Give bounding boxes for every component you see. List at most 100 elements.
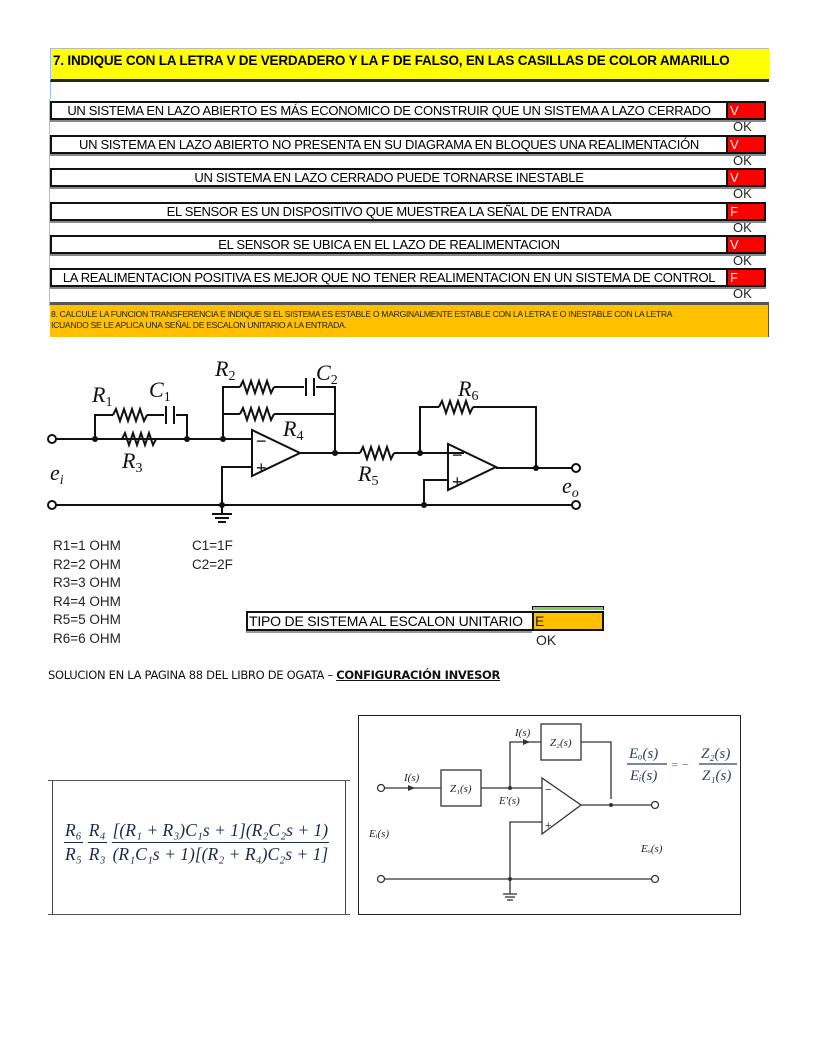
junction-dot: [421, 502, 427, 508]
answer-cell[interactable]: V: [726, 135, 766, 154]
check-result: OK: [733, 220, 752, 235]
label-i-s-feedback: I(s): [514, 727, 531, 739]
wire: [419, 406, 439, 453]
plus-sign: +: [545, 820, 551, 832]
wire: [509, 741, 541, 788]
answer-cell[interactable]: V: [726, 101, 766, 120]
label-e-prime: E′(s): [498, 795, 520, 807]
cell-border: [49, 133, 50, 173]
label-r3: R3: [121, 448, 142, 476]
junction-dot: [184, 436, 190, 442]
label-r2: R2: [214, 356, 235, 384]
question-8-line-2: ICUANDO SE LE APLICA UNA SEÑAL DE ESCALO…: [51, 320, 347, 330]
cell-border: [49, 166, 50, 206]
label-eo: eo: [562, 473, 579, 501]
terminal: [650, 874, 660, 884]
statement-text: LA REALIMENTACION POSITIVA ES MEJOR QUE …: [50, 268, 726, 287]
question-7-header: 7. INDIQUE CON LA LETRA V DE VERDADERO Y…: [50, 48, 769, 82]
system-type-label: TIPO DE SISTEMA AL ESCALON UNITARIO: [246, 611, 532, 631]
wire: [581, 741, 612, 799]
wire: [423, 479, 448, 505]
denominator: (R₁C₁s + 1)[(R₂ + R₄)C₂s + 1]: [112, 844, 329, 864]
eq-lhs-denominator: Eᵢ(s): [629, 768, 657, 784]
spacer-row: [50, 82, 769, 99]
label-z1: Z₁(s): [450, 783, 472, 795]
terminal-output: [571, 463, 581, 473]
wire: [94, 414, 113, 439]
terminal: [376, 874, 386, 884]
fraction-main: [(R₁ + R₃)C₁s + 1](R₂C₂s + 1) (R₁C₁s + 1…: [111, 820, 330, 865]
statement-text: UN SISTEMA EN LAZO ABIERTO NO PRESENTA E…: [50, 135, 726, 154]
statement-row: UN SISTEMA EN LAZO ABIERTO NO PRESENTA E…: [49, 133, 768, 173]
label-c2: C2: [316, 360, 338, 388]
wire: [221, 466, 252, 505]
cell-border: [49, 233, 50, 273]
resistor-r3: [121, 429, 157, 449]
capacitor-value: C1=1F: [192, 538, 233, 553]
answer-cell[interactable]: V: [726, 168, 766, 187]
resistor-r4: [239, 404, 275, 424]
transfer-equation: Eₒ(s) Eᵢ(s) = − Z₂(s) Z₁(s): [627, 746, 737, 784]
answer-cell[interactable]: F: [726, 268, 766, 287]
check-result: OK: [733, 186, 752, 201]
wire: [473, 406, 537, 468]
statement-row: UN SISTEMA EN LAZO CERRADO PUEDE TORNARS…: [49, 166, 768, 206]
junction-dot: [609, 803, 613, 807]
transfer-function-box: R₆ R₅ R₄ R₃ [(R₁ + R₃)C₁s + 1](R₂C₂s + 1…: [48, 780, 350, 915]
statement-row: EL SENSOR ES UN DISPOSITIVO QUE MUESTREA…: [49, 200, 768, 240]
resistor-r1: [112, 405, 148, 425]
check-result: OK: [733, 286, 752, 301]
op-amp: [541, 776, 583, 836]
question-7-title: 7. INDIQUE CON LA LETRA V DE VERDADERO Y…: [53, 53, 730, 68]
answer-cell[interactable]: F: [726, 202, 766, 221]
ground-icon: [212, 513, 232, 523]
resistor-value: R1=1 OHM: [53, 538, 121, 553]
check-result: OK: [733, 153, 752, 168]
resistor-value: R3=3 OHM: [53, 575, 121, 591]
junction-dot: [417, 450, 423, 456]
resistor-values: R1=1 OHM R2=2 OHM R3=3 OHM R4=4 OHM R5=5…: [53, 537, 121, 649]
cell-border: [49, 266, 50, 306]
label-ei: Eᵢ(s): [368, 828, 389, 840]
numerator: R₆: [64, 820, 83, 843]
resistor-r6: [438, 397, 474, 417]
denominator: R₃: [88, 844, 106, 864]
wire: [316, 386, 336, 453]
statement-row: LA REALIMENTACION POSITIVA ES MEJOR QUE …: [49, 266, 768, 306]
answer-cell[interactable]: V: [726, 235, 766, 254]
current-arrow-icon: [523, 739, 530, 745]
terminal: [650, 800, 660, 810]
terminal-ground-right: [571, 500, 581, 510]
solution-note-text: SOLUCION EN LA PAGINA 88 DEL LIBRO DE OG…: [48, 668, 337, 682]
fraction-r4-r3: R₄ R₃: [87, 820, 107, 865]
plus-sign: +: [256, 458, 267, 478]
statement-text: EL SENSOR SE UBICA EN EL LAZO DE REALIME…: [50, 235, 726, 254]
current-arrow-icon: [408, 785, 415, 791]
denominator: R₅: [65, 844, 82, 864]
terminal-input: [47, 434, 57, 444]
inverting-config-diagram: I(s) I(s) Z₁(s) Z₂(s) E′(s) Eᵢ(s) Eₒ(s) …: [368, 723, 737, 901]
divider: [48, 914, 350, 915]
system-type-answer-cell[interactable]: E: [532, 611, 604, 631]
label-c1: C1: [149, 377, 171, 405]
solution-note: SOLUCION EN LA PAGINA 88 DEL LIBRO DE OG…: [48, 668, 500, 682]
junction-dot: [92, 436, 98, 442]
statement-row: UN SISTEMA EN LAZO ABIERTO ES MÁS ECONOM…: [49, 99, 768, 139]
junction-dot: [533, 465, 539, 471]
check-result: OK: [733, 253, 752, 268]
resistor-value: R6=6 OHM: [53, 630, 121, 646]
system-type-check: OK: [536, 632, 557, 648]
cell-border: [49, 99, 50, 139]
resistor-r5: [359, 443, 395, 463]
junction-dot: [219, 502, 225, 508]
statement-text: UN SISTEMA EN LAZO ABIERTO ES MÁS ECONOM…: [50, 101, 726, 120]
label-i-s-input: I(s): [403, 772, 420, 784]
eq-rhs-denominator: Z₁(s): [702, 768, 731, 784]
fraction-r6-r5: R₆ R₅: [64, 820, 83, 865]
resistor-r2: [239, 377, 275, 397]
label-r1: R1: [91, 382, 112, 410]
question-8-line-1: 8. CALCULE LA FUNCION TRANSFERENCIA E IN…: [51, 309, 673, 319]
label-ei: ei: [50, 460, 64, 488]
label-r4: R4: [282, 416, 303, 444]
ground-icon: [503, 893, 517, 901]
